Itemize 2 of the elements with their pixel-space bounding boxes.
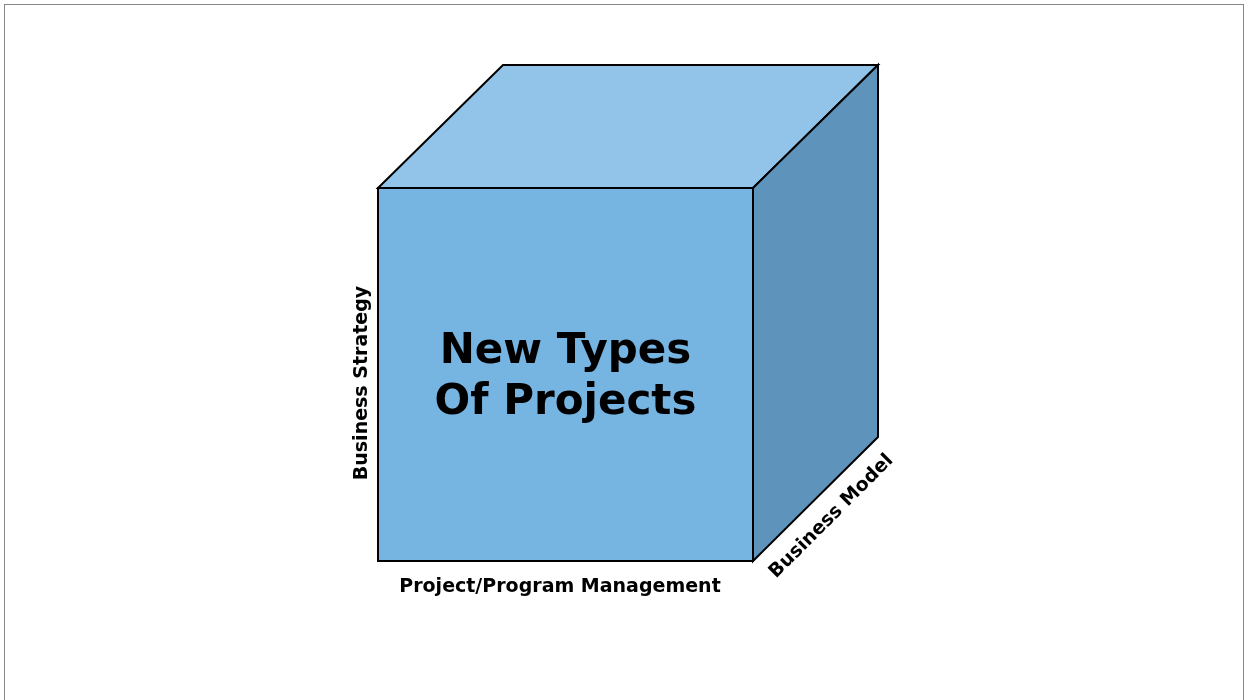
axis-label: Business Strategy bbox=[349, 285, 371, 481]
axis-label: Project/Program Management bbox=[399, 574, 721, 596]
